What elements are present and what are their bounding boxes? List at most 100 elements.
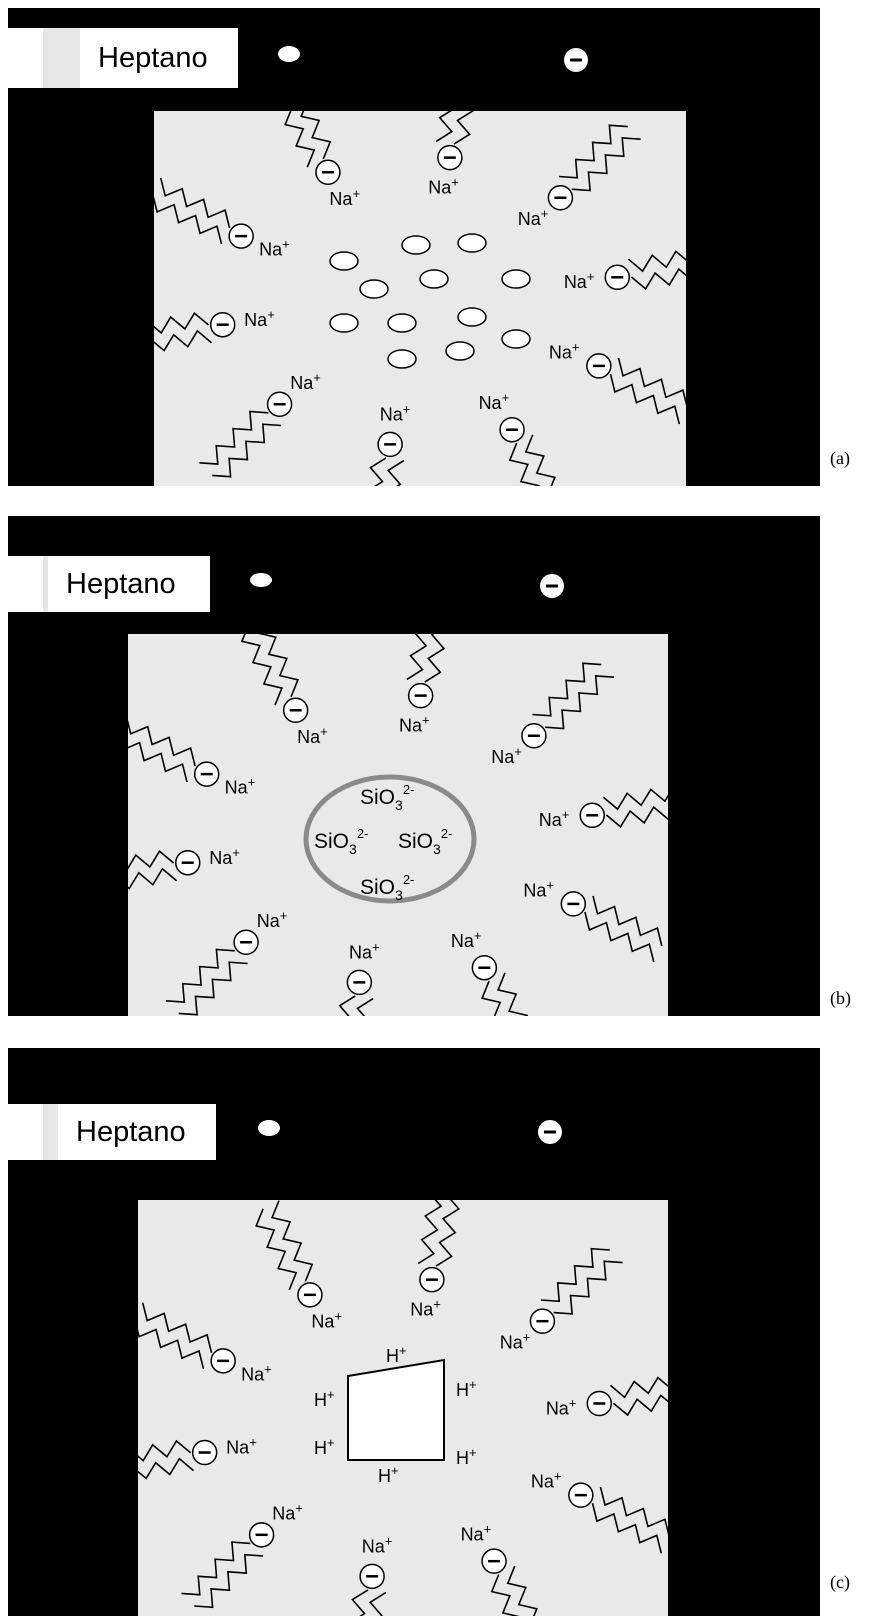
panel-a: Heptano Na+Na+Na+Na+Na+Na+Na+Na+Na+Na+ [8,8,820,486]
surfactant-tail-icon [240,634,299,706]
surfactant-head-minus-icon [564,48,588,72]
silicate-ion-label: SiO32- [398,826,452,857]
surfactant-tail-icon [591,1486,668,1554]
surfactant-head-minus-icon [604,264,631,291]
surfactant-head-minus-icon [266,391,293,418]
ion-label: Na+ [549,339,580,362]
ion-label: Na+ [226,1435,257,1458]
panel-c: Heptano Na+Na+Na+Na+Na+Na+Na+Na+Na+Na+H+… [8,1048,820,1616]
surfactant-head-minus-icon [407,682,434,709]
surfactant-head-minus-icon [538,1120,562,1144]
ion-label: Na+ [500,1330,531,1353]
surfactant-head-minus-icon [471,954,498,981]
water-drop-icon [359,279,389,299]
legend-label-heptano: Heptano [58,1104,216,1160]
ion-label: Na+ [290,370,321,393]
surfactant-tail-icon [417,1200,461,1267]
water-drop-icon [329,313,359,333]
ion-label: Na+ [209,845,240,868]
surfactant-head-minus-icon [191,1439,218,1466]
surfactant-tail-icon [602,788,668,829]
surfactant-head-minus-icon [481,1548,507,1574]
ion-label: H+ [456,1377,477,1400]
silicate-ion-label: SiO32- [360,782,414,813]
water-drop-icon [387,349,417,369]
surfactant-head-minus-icon [297,1282,323,1308]
micelle-diagram-a: Na+Na+Na+Na+Na+Na+Na+Na+Na+Na+ [154,111,686,486]
surfactant-head-minus-icon [346,969,373,996]
ion-label: Na+ [451,928,482,951]
ion-label: Na+ [399,712,430,735]
ion-label: Na+ [428,174,459,197]
ion-label: Na+ [311,1308,342,1331]
water-drop-icon [457,307,487,327]
surfactant-head-minus-icon [540,574,564,598]
surfactant-head-minus-icon [193,761,220,787]
surfactant-head-minus-icon [419,1266,445,1293]
ion-label: Na+ [225,775,256,798]
micelle-diagram-b: Na+Na+Na+Na+Na+Na+Na+Na+Na+Na+SiO32-SiO3… [128,634,668,1016]
water-drop-icon [387,313,417,333]
surfactant-tail-icon [508,434,556,486]
ion-label: H+ [314,1387,335,1410]
surfactant-tail-icon [490,1565,538,1616]
surfactant-tail-icon [338,995,374,1016]
ion-label: H+ [314,1435,335,1458]
water-drop-icon [501,329,531,349]
surfactant-tail-icon [435,111,475,145]
surfactant-head-minus-icon [529,1308,556,1334]
surfactant-tail-icon [154,177,231,245]
ion-label: Na+ [531,1469,562,1492]
caption-a: (a) [830,448,850,468]
surfactant-head-minus-icon [437,144,463,171]
reverse-micelle-panel-a: Na+Na+Na+Na+Na+Na+Na+Na+Na+Na+ [154,111,686,486]
surfactant-head-minus-icon [586,1390,613,1417]
water-drop-icon [258,1120,280,1136]
legend-label-heptano: Heptano [48,556,210,612]
water-drop-icon [329,251,359,271]
ion-label: Na+ [241,1361,272,1384]
water-drop-icon [501,269,531,289]
water-drop-icon [401,235,431,255]
surfactant-head-minus-icon [568,1482,594,1508]
ion-label: Na+ [523,877,554,900]
surfactant-tail-icon [540,1247,623,1315]
surfactant-head-minus-icon [233,929,259,956]
surfactant-head-minus-icon [175,849,201,876]
micelle-diagram-c: Na+Na+Na+Na+Na+Na+Na+Na+Na+Na+H+H+H+H+H+… [138,1200,668,1616]
ion-label: H+ [378,1463,399,1486]
surfactant-head-minus-icon [248,1522,275,1548]
surfactant-tail-icon [128,849,178,890]
surfactant-tail-icon [351,1589,387,1616]
surfactant-head-minus-icon [209,311,236,338]
ion-label: Na+ [329,186,360,209]
ion-label: Na+ [479,390,510,413]
ion-label: Na+ [491,744,522,767]
legend-label-heptano: Heptano [80,28,238,88]
ion-label: Na+ [259,237,290,260]
surfactant-tail-icon [284,111,332,168]
silicate-ion-label: SiO32- [360,872,414,903]
ion-label: H+ [456,1445,477,1468]
surfactant-head-minus-icon [210,1348,236,1374]
surfactant-head-minus-icon [560,891,587,917]
water-drop-icon [278,46,300,62]
surfactant-tail-icon [154,311,213,352]
surfactant-tail-icon [609,1376,668,1417]
ion-label: Na+ [518,206,549,229]
ion-label: Na+ [546,1395,577,1418]
surfactant-head-minus-icon [521,722,547,749]
caption-c: (c) [830,1572,850,1592]
surfactant-head-minus-icon [228,223,254,249]
water-drop-icon [457,233,487,253]
ion-label: Na+ [461,1522,492,1545]
surfactant-head-minus-icon [315,159,341,186]
reverse-micelle-panel-b: Na+Na+Na+Na+Na+Na+Na+Na+Na+Na+SiO32-SiO3… [128,634,668,1016]
surfactant-head-minus-icon [282,697,309,724]
ion-label: Na+ [362,1534,393,1557]
ion-label: Na+ [257,908,288,931]
surfactant-head-minus-icon [377,431,403,458]
surfactant-tail-icon [627,250,686,291]
surfactant-tail-icon [584,895,663,963]
ion-label: Na+ [410,1296,441,1319]
